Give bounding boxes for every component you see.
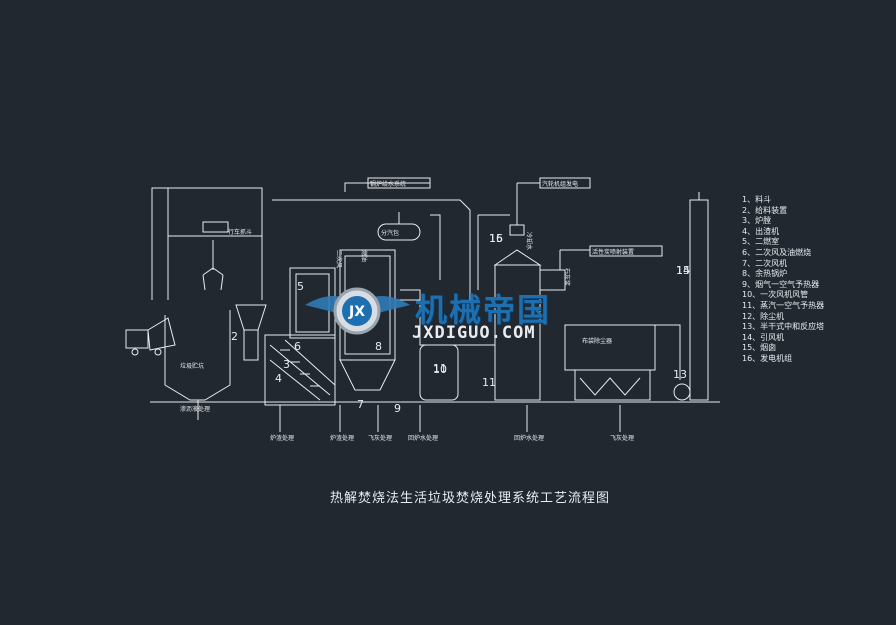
truck-box bbox=[147, 317, 176, 351]
carbon-box bbox=[589, 245, 663, 257]
hopper bbox=[235, 304, 267, 331]
number-label: 6 bbox=[294, 340, 301, 353]
number-label: 13 bbox=[673, 368, 687, 381]
number-label: 4 bbox=[275, 372, 282, 385]
number-label: 15 bbox=[676, 264, 690, 277]
number-label: 11 bbox=[433, 362, 447, 375]
number-label: 15 bbox=[489, 232, 503, 245]
gear-center bbox=[342, 296, 372, 326]
label-fly-ash2: 飞灰处理 bbox=[610, 434, 634, 442]
diagram-title: 热解焚烧法生活垃圾焚烧处理系统工艺流程图 bbox=[330, 491, 611, 506]
label-cooling: 冷却水 bbox=[525, 232, 533, 250]
filter-hopper-lines bbox=[579, 377, 641, 396]
legend-item: 11、蒸汽一空气予热器 bbox=[742, 300, 825, 310]
label-steam-power: 汽轮机组发电 bbox=[542, 180, 578, 188]
number-label: 11 bbox=[482, 376, 496, 389]
watermark-logo: JX bbox=[305, 287, 410, 335]
number-label: 8 bbox=[375, 340, 382, 353]
steam-power-box bbox=[539, 177, 591, 189]
logo-letters: JX bbox=[348, 304, 365, 320]
label-sewage2: 回炉水处理 bbox=[514, 434, 544, 442]
legend-item: 4、出渣机 bbox=[742, 226, 780, 236]
furnace-grate bbox=[269, 339, 336, 401]
boiler-water-box bbox=[367, 177, 431, 189]
induced-fan bbox=[673, 383, 691, 401]
furnace-body bbox=[264, 334, 336, 406]
drum-outlet-pipe bbox=[430, 214, 441, 280]
watermark-main: 机械帝国 bbox=[415, 291, 552, 329]
label-pit: 垃圾贮坑 bbox=[180, 362, 204, 370]
label-bag-filter: 布袋除尘器 bbox=[582, 337, 612, 345]
chimney bbox=[689, 199, 709, 401]
label-crane: 行车抓斗 bbox=[228, 228, 252, 236]
legend-item: 15、烟囱 bbox=[742, 343, 777, 353]
label-boiler-water: 锅炉给水系统 bbox=[370, 180, 406, 188]
number-label: 7 bbox=[357, 398, 364, 411]
carbon-injector bbox=[539, 269, 566, 291]
legend-item: 8、余热锅炉 bbox=[742, 269, 788, 279]
legend-item: 16、发电机组 bbox=[742, 353, 793, 363]
legend-item: 9、烟气一空气予热器 bbox=[742, 279, 820, 289]
process-labels: 锅炉给水系统 汽轮机组发电 活性炭喷射装置 行车抓斗 垃圾贮坑 渗沥液处理 炉渣… bbox=[180, 180, 634, 442]
legend-item: 3、炉膛 bbox=[742, 216, 772, 226]
label-fuel-oil: 燃油 bbox=[360, 250, 368, 262]
diagram-linework bbox=[125, 177, 720, 432]
flue-duct bbox=[400, 289, 495, 346]
number-label: 14 bbox=[676, 264, 690, 277]
label-sewage: 回炉水处理 bbox=[408, 434, 438, 442]
legend-item: 14、引风机 bbox=[742, 332, 785, 342]
number-label: 16 bbox=[489, 232, 503, 245]
component-numbers: 2 3 4 5 6 7 8 9 10 11 13 14 15 bbox=[231, 232, 690, 415]
label-acid: 石灰浆 bbox=[563, 268, 571, 286]
number-label: 5 bbox=[297, 280, 304, 293]
label-slag2: 炉渣处理 bbox=[330, 434, 354, 442]
label-fly-ash: 飞灰处理 bbox=[368, 434, 392, 442]
number-label: 9 bbox=[394, 402, 401, 415]
flue-to-fan bbox=[655, 324, 681, 380]
label-sec-air: 二次风 bbox=[335, 250, 343, 268]
number-label: 10 bbox=[433, 363, 447, 376]
legend-item: 5、二燃室 bbox=[742, 237, 780, 247]
grab-bucket bbox=[202, 240, 224, 291]
feed-chute bbox=[243, 329, 259, 361]
boiler-hopper bbox=[339, 359, 396, 391]
air-preheater bbox=[419, 344, 459, 401]
truck-wheel bbox=[154, 348, 162, 356]
waste-pit bbox=[164, 310, 231, 401]
filter-hopper bbox=[574, 369, 651, 401]
legend-item: 10、一次风机风管 bbox=[742, 290, 809, 300]
truck-wheel bbox=[131, 348, 139, 356]
label-leachate: 渗沥液处理 bbox=[180, 405, 210, 413]
tower-top bbox=[493, 249, 542, 266]
legend-item: 12、除尘机 bbox=[742, 311, 785, 321]
legend-item: 6、二次风及油燃烧 bbox=[742, 247, 812, 257]
legend-item: 7、二次风机 bbox=[742, 258, 788, 268]
number-label: 3 bbox=[283, 358, 290, 371]
label-slag: 炉渣处理 bbox=[270, 434, 294, 442]
legend-item: 2、给料装置 bbox=[742, 205, 788, 215]
legend-item: 1、料斗 bbox=[742, 195, 772, 204]
generator bbox=[509, 224, 525, 236]
legend-item: 13、半干式中和反应塔 bbox=[742, 322, 825, 332]
label-carbon: 活性炭喷射装置 bbox=[592, 248, 634, 256]
number-label: 2 bbox=[231, 330, 238, 343]
bag-filter bbox=[564, 324, 656, 371]
watermark-sub: JXDIGUO.COM bbox=[412, 323, 536, 343]
boiler-water-pipe bbox=[344, 182, 430, 192]
label-steam-drum: 分汽包 bbox=[381, 229, 399, 237]
grate-steps bbox=[280, 349, 320, 387]
steam-pipe bbox=[272, 199, 471, 300]
crane-trolley bbox=[202, 221, 229, 233]
truck-cab bbox=[125, 329, 149, 349]
